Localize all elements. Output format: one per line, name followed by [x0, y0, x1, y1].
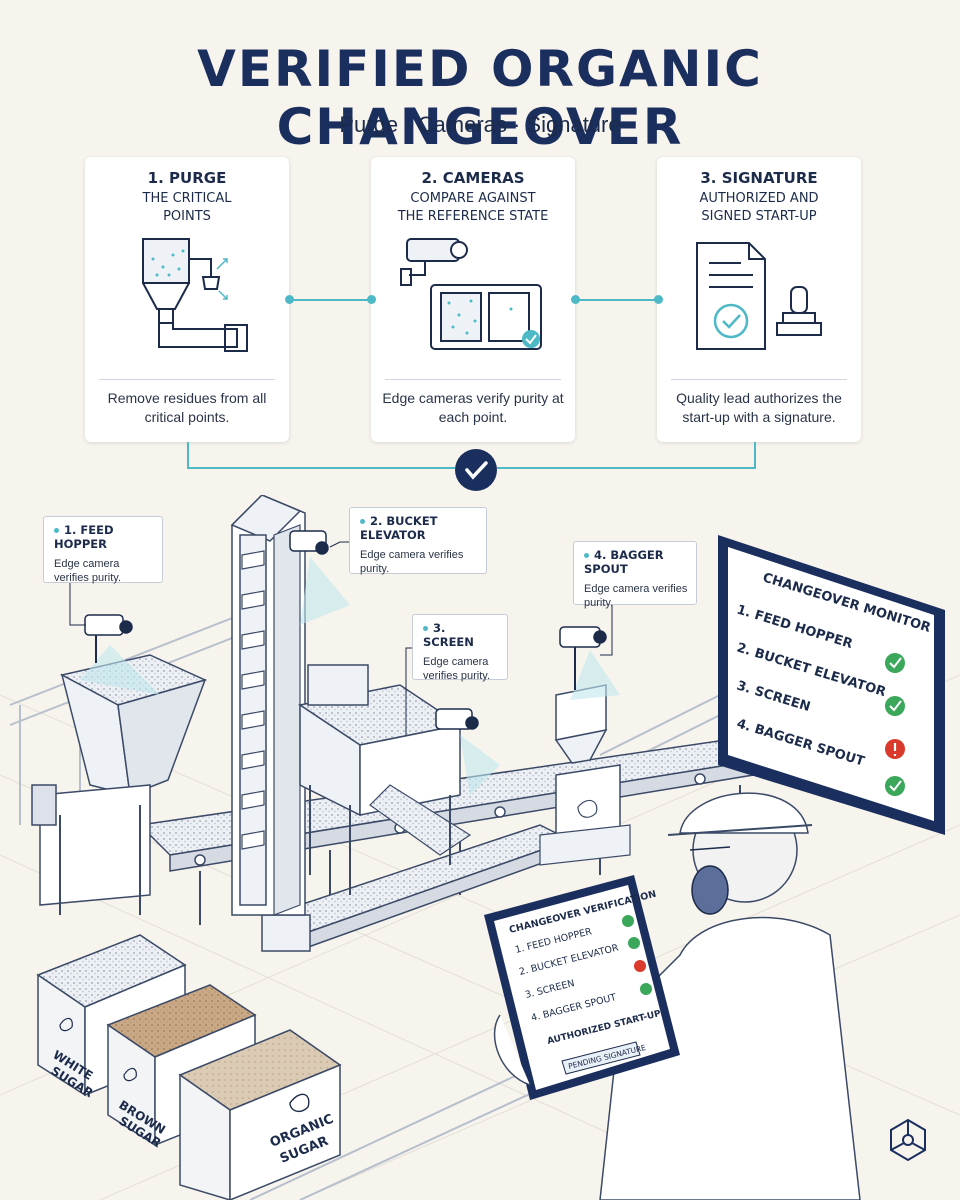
callout-title: 3. SCREEN — [423, 621, 499, 649]
step-subtitle-line: AUTHORIZED AND — [699, 191, 819, 206]
signed-document-stamp-icon — [696, 242, 822, 350]
sugar-boxes: WHITE SUGAR BROWN SUGAR ORGANIC SUGAR — [36, 934, 342, 1200]
step-heading: 1. PURGE THE CRITICAL POINTS — [85, 169, 289, 226]
screen-machine — [298, 664, 472, 895]
callout-bucket-elevator: 2. BUCKET ELEVATOR Edge camera verifies … — [349, 507, 487, 575]
step-title: 1. PURGE — [147, 169, 227, 187]
step-title: 3. SIGNATURE — [700, 169, 818, 187]
divider — [671, 379, 847, 380]
callout-text: Edge camera verifies purity. — [360, 549, 464, 575]
connector-dot — [285, 295, 294, 304]
feed-hopper — [31, 654, 208, 915]
verified-check-icon — [455, 449, 497, 491]
callout-feed-hopper: 1. FEED HOPPER Edge camera verifies puri… — [43, 516, 163, 584]
bagger-spout — [539, 684, 631, 866]
step-description: Remove residues from all critical points… — [107, 390, 267, 425]
connector-dot — [367, 295, 376, 304]
page-title: VERIFIED ORGANIC CHANGEOVER — [197, 40, 763, 156]
callout-text: Edge camera verifies purity. — [584, 583, 688, 609]
callout-title: 1. FEED HOPPER — [54, 523, 154, 551]
tablet-status-icons — [622, 915, 652, 995]
divider — [385, 379, 561, 380]
step-heading: 3. SIGNATURE AUTHORIZED AND SIGNED START… — [657, 169, 861, 226]
step-subtitle-line: THE REFERENCE STATE — [397, 209, 549, 224]
divider — [99, 379, 275, 380]
verification-tablet: CHANGEOVER VERIFICATION 1. FEED HOPPER 2… — [484, 875, 680, 1100]
callout-title: 2. BUCKET ELEVATOR — [360, 514, 478, 542]
hopper-purge-icon — [142, 238, 248, 352]
step-subtitle-line: THE CRITICAL — [142, 191, 232, 206]
callout-screen: 3. SCREEN Edge camera verifies purity. — [412, 614, 508, 682]
step-card-purge: 1. PURGE THE CRITICAL POINTS Remove resi… — [85, 157, 289, 442]
step-subtitle-line: POINTS — [163, 209, 211, 224]
lower-conveyor — [261, 824, 572, 952]
changeover-monitor: CHANGEOVER MONITOR 1. FEED HOPPER 2. BUC… — [718, 535, 945, 835]
connector-dot — [571, 295, 580, 304]
callout-text: Edge camera verifies purity. — [423, 656, 491, 682]
step-heading: 2. CAMERAS COMPARE AGAINST THE REFERENCE… — [371, 169, 575, 226]
connector-line — [289, 299, 373, 301]
step-subtitle-line: COMPARE AGAINST — [410, 191, 536, 206]
camera-compare-icon — [400, 238, 542, 350]
step-card-cameras: 2. CAMERAS COMPARE AGAINST THE REFERENCE… — [371, 157, 575, 442]
callout-bagger-spout: 4. BAGGER SPOUT Edge camera verifies pur… — [573, 541, 697, 609]
callout-text: Edge camera verifies purity. — [54, 558, 122, 584]
operator — [539, 792, 861, 1200]
monitor-status-icons — [885, 653, 905, 796]
step-title: 2. CAMERAS — [421, 169, 525, 187]
connector-dot — [654, 295, 663, 304]
step-description: Quality lead authorizes the start-up wit… — [676, 390, 842, 425]
step-subtitle-line: SIGNED START-UP — [701, 209, 817, 224]
step-description: Edge cameras verify purity at each point… — [382, 390, 564, 425]
callout-title: 4. BAGGER SPOUT — [584, 548, 688, 576]
step-card-signature: 3. SIGNATURE AUTHORIZED AND SIGNED START… — [657, 157, 861, 442]
brand-logo-icon — [890, 1118, 926, 1162]
bracket-line — [187, 442, 756, 469]
front-rail — [249, 1054, 561, 1200]
page-subtitle: Purge · Cameras · Signature — [339, 112, 621, 137]
connector-line — [575, 299, 659, 301]
bucket-elevator — [230, 495, 306, 916]
edge-cameras — [80, 530, 620, 795]
factory-line-illustration: WHITE SUGAR BROWN SUGAR ORGANIC SUGAR CH… — [0, 495, 960, 1200]
